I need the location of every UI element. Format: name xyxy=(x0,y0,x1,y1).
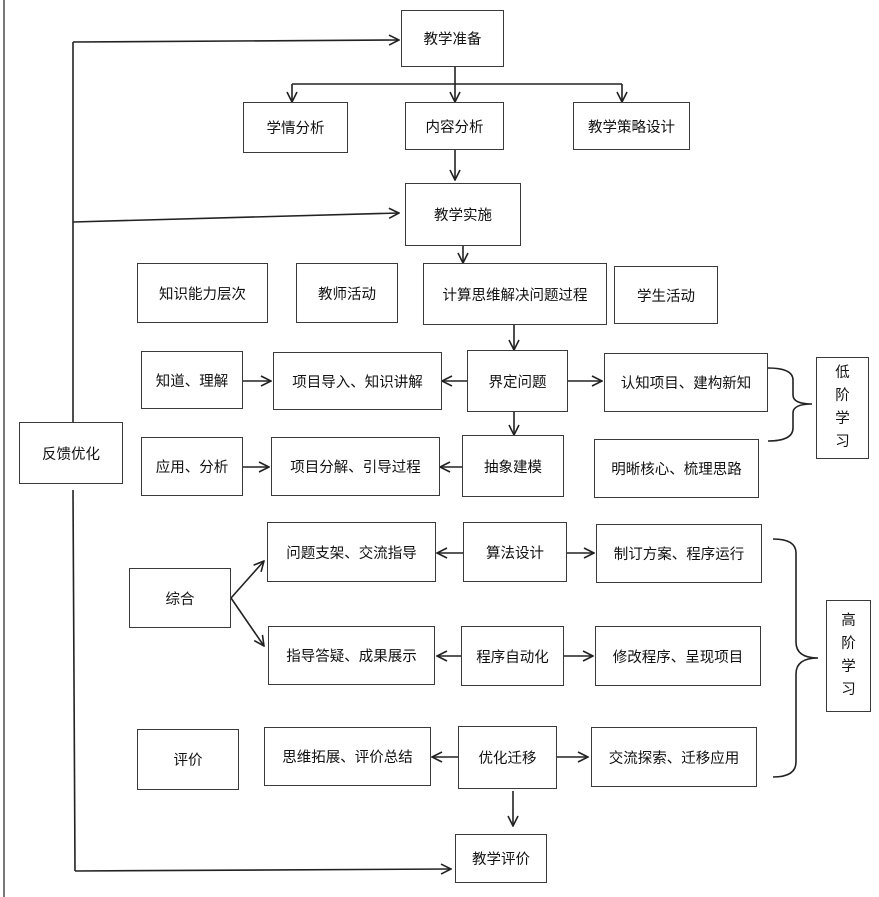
node-program-automation: 程序自动化 xyxy=(461,626,564,686)
low-order-char-1: 低 xyxy=(835,365,850,381)
node-extend-summary: 思维拓展、评价总结 xyxy=(264,727,431,786)
node-define-problem: 界定问题 xyxy=(467,350,568,412)
high-order-brace xyxy=(772,538,819,778)
feedback-to-implement xyxy=(72,213,399,223)
high-order-char-4: 习 xyxy=(841,682,856,698)
feedback-to-assessment xyxy=(74,869,451,871)
node-optimize-transfer: 优化迁移 xyxy=(458,726,557,789)
high-order-char-2: 阶 xyxy=(841,636,856,652)
low-order-brace xyxy=(767,367,813,442)
node-strategy-design: 教学策略设计 xyxy=(573,102,690,150)
node-scaffold: 问题支架、交流指导 xyxy=(267,522,436,582)
node-feedback-optimize: 反馈优化 xyxy=(19,422,123,484)
label-low-order-learning: 低 阶 学 习 xyxy=(816,357,869,459)
node-project-intro: 项目导入、知识讲解 xyxy=(273,352,442,410)
header-student-activity: 学生活动 xyxy=(614,266,718,324)
node-guide-answer: 指导答疑、成果展示 xyxy=(268,626,435,685)
node-teaching-implement: 教学实施 xyxy=(405,183,521,246)
low-order-char-3: 学 xyxy=(835,411,850,427)
page-left-edge xyxy=(3,0,5,897)
node-learner-analysis: 学情分析 xyxy=(243,102,348,153)
low-order-char-4: 习 xyxy=(835,434,850,450)
node-evaluate: 评价 xyxy=(137,729,239,790)
header-teacher-activity: 教师活动 xyxy=(296,263,398,323)
node-apply-analyze: 应用、分析 xyxy=(141,437,243,496)
high-order-char-1: 高 xyxy=(841,613,856,629)
node-project-decompose: 项目分解、引导过程 xyxy=(271,437,440,496)
node-clarify-core: 明晰核心、梳理思路 xyxy=(594,439,759,498)
node-teaching-assessment: 教学评价 xyxy=(455,834,547,883)
node-know-understand: 知道、理解 xyxy=(141,351,243,409)
low-order-char-2: 阶 xyxy=(835,388,850,404)
node-teaching-prep: 教学准备 xyxy=(401,10,504,67)
feedback-loop-down xyxy=(72,489,76,872)
node-plan-run: 制订方案、程序运行 xyxy=(596,524,762,583)
node-synthesis: 综合 xyxy=(129,568,231,628)
node-modify-program: 修改程序、呈现项目 xyxy=(595,626,761,686)
label-high-order-learning: 高 阶 学 习 xyxy=(826,600,871,712)
header-ct-process: 计算思维解决问题过程 xyxy=(423,263,607,325)
connector-synth-guide xyxy=(230,597,264,646)
connector-synth-scaffold xyxy=(230,561,264,599)
node-abstract-model: 抽象建模 xyxy=(462,435,564,497)
node-exchange-apply: 交流探索、迁移应用 xyxy=(591,727,757,787)
node-algorithm-design: 算法设计 xyxy=(463,522,567,582)
high-order-char-3: 学 xyxy=(841,659,856,675)
node-cognize-project: 认知项目、建构新知 xyxy=(604,353,768,412)
feedback-to-prep xyxy=(72,40,399,42)
node-content-analysis: 内容分析 xyxy=(405,102,504,150)
header-knowledge-level: 知识能力层次 xyxy=(137,263,268,323)
